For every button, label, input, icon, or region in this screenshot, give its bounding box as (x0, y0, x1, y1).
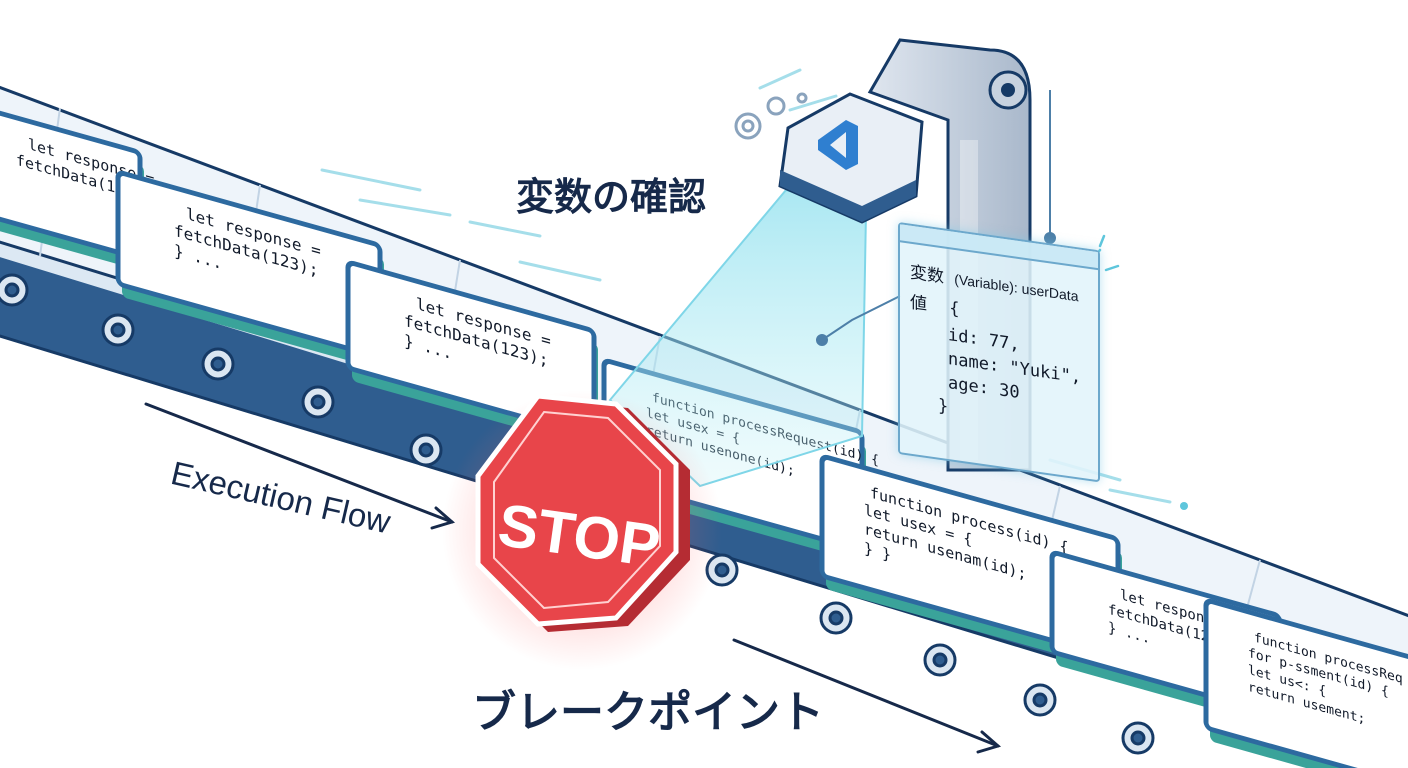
code-card-face (345, 260, 597, 439)
code-card-face (1203, 598, 1408, 768)
value-label-jp: 値 (910, 292, 927, 316)
arrow-right-icon (144, 402, 1002, 754)
var-label-jp: 変数 (910, 262, 944, 288)
close-brace: } (938, 395, 949, 418)
vscode-logo-icon (818, 120, 858, 170)
stop-sign-icon: STOP (442, 390, 722, 670)
sparkle-marks (1090, 234, 1188, 510)
panel-connector (816, 90, 1056, 346)
breakpoint-label: ブレークポイント (472, 687, 824, 738)
code-card-5: function process(id) {let usex = {return… (819, 454, 1122, 671)
code-card-2: let response =fetchData(123);} ... (115, 170, 384, 370)
gear-icon (734, 92, 808, 140)
value-label: 値 { (910, 288, 960, 320)
inspect-variables-label: 変数の確認 (516, 175, 707, 219)
scanner-head (778, 92, 924, 224)
open-brace: { (949, 298, 960, 320)
variable-inspector-panel: 変数 (Variable): userData 値 { id: 77, name… (898, 222, 1100, 483)
var-label-en: (Variable): userData (954, 270, 1079, 305)
